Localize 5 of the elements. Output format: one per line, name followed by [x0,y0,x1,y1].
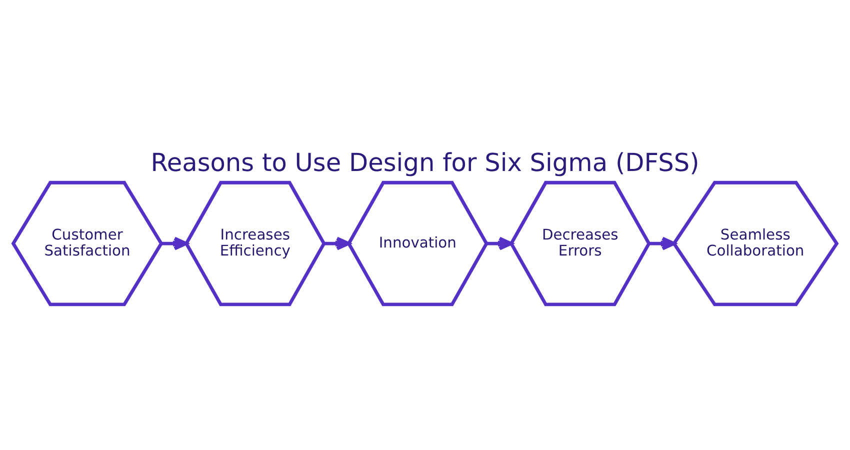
arrow [324,236,350,250]
arrow [649,236,676,250]
arrow [162,236,188,250]
diagram-title: Reasons to Use Design for Six Sigma (DFSS) [150,147,700,176]
arrow [486,236,513,250]
